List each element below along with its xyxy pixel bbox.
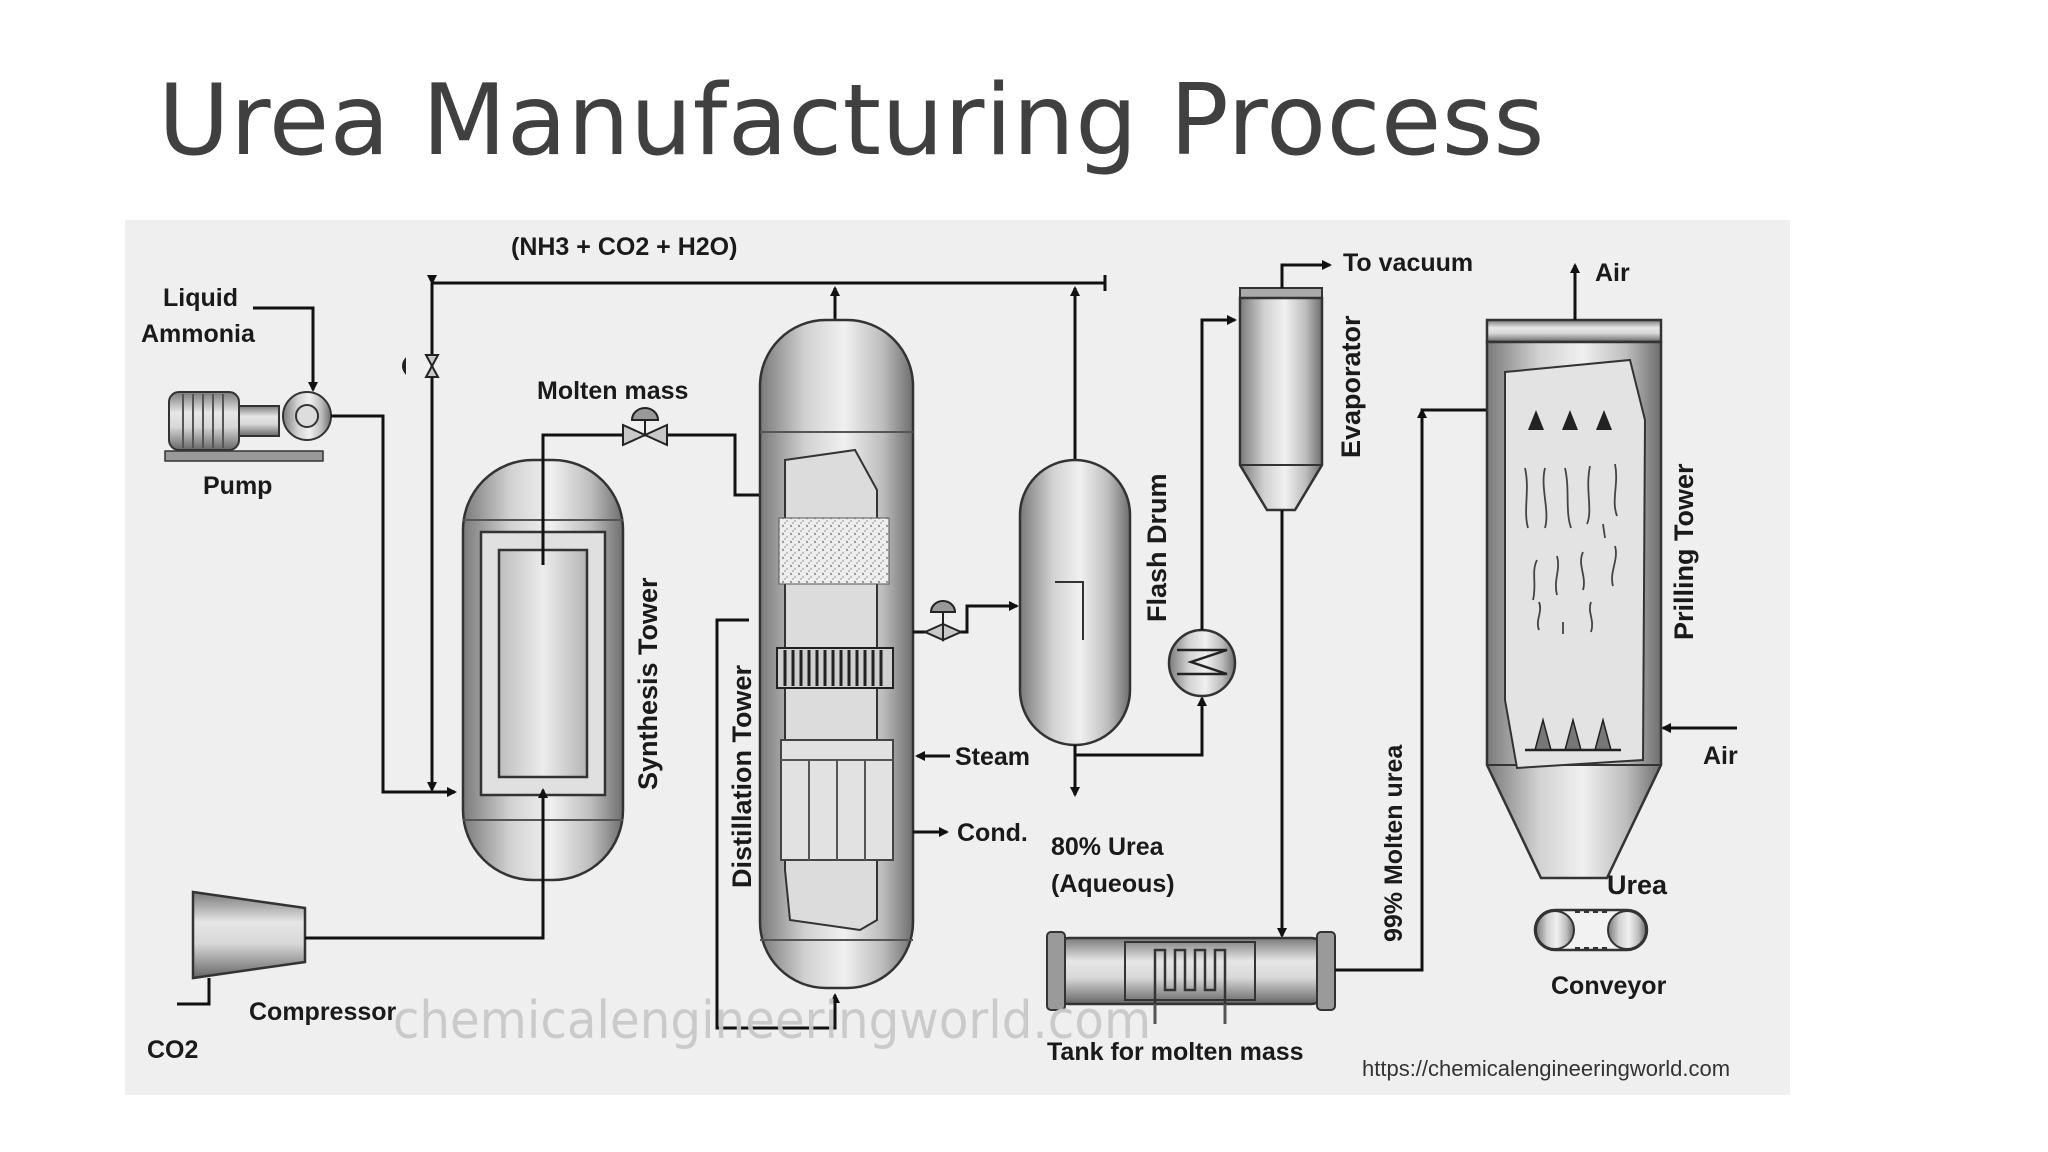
ammonia-label: Ammonia xyxy=(141,320,256,348)
conveyor-label: Conveyor xyxy=(1551,972,1667,1000)
top-stream-label: (NH3 + CO2 + H2O) xyxy=(511,233,737,261)
molten-mass-label: Molten mass xyxy=(537,377,688,405)
recycle-valve xyxy=(402,354,440,378)
slide-title: Urea Manufacturing Process xyxy=(158,64,1545,178)
heater xyxy=(1167,628,1237,698)
pump-label: Pump xyxy=(203,472,272,500)
source-url: https://chemicalengineeringworld.com xyxy=(1362,1056,1730,1081)
co2-label: CO2 xyxy=(147,1036,198,1064)
compressor xyxy=(191,890,307,980)
evaporator-label: Evaporator xyxy=(1336,315,1366,458)
conveyor xyxy=(1533,908,1649,952)
compressor-label: Compressor xyxy=(249,998,397,1026)
urea-label: Urea xyxy=(1607,870,1668,900)
flash-drum xyxy=(1018,458,1132,747)
air-top-label: Air xyxy=(1595,259,1630,287)
molten-urea-99-label: 99% Molten urea xyxy=(1380,744,1408,942)
process-flow-diagram: (NH3 + CO2 + H2O) Liquid Ammonia Pump Sy… xyxy=(125,220,1790,1095)
watermark: chemicalengineeringworld.com xyxy=(393,989,1151,1050)
flash-valve xyxy=(922,600,964,642)
urea-80-label: 80% Urea xyxy=(1051,833,1165,861)
to-vacuum-label: To vacuum xyxy=(1343,249,1473,277)
steam-label: Steam xyxy=(955,743,1030,771)
tank-molten-mass-label: Tank for molten mass xyxy=(1047,1038,1304,1066)
liquid-label: Liquid xyxy=(163,284,238,312)
aqueous-label: (Aqueous) xyxy=(1051,870,1175,898)
evaporator xyxy=(1238,287,1324,512)
synthesis-tower xyxy=(461,458,625,882)
cond-label: Cond. xyxy=(957,819,1028,847)
synthesis-tower-label: Synthesis Tower xyxy=(633,577,663,790)
flash-drum-label: Flash Drum xyxy=(1142,473,1172,622)
distillation-tower xyxy=(758,318,915,990)
prilling-tower-label: Prilling Tower xyxy=(1669,463,1699,640)
molten-mass-valve xyxy=(622,407,668,447)
pump xyxy=(164,391,332,462)
distillation-tower-label: Distillation Tower xyxy=(727,664,757,888)
air-side-label: Air xyxy=(1703,742,1738,770)
molten-mass-tank xyxy=(1046,931,1336,1024)
prilling-tower xyxy=(1485,318,1663,880)
